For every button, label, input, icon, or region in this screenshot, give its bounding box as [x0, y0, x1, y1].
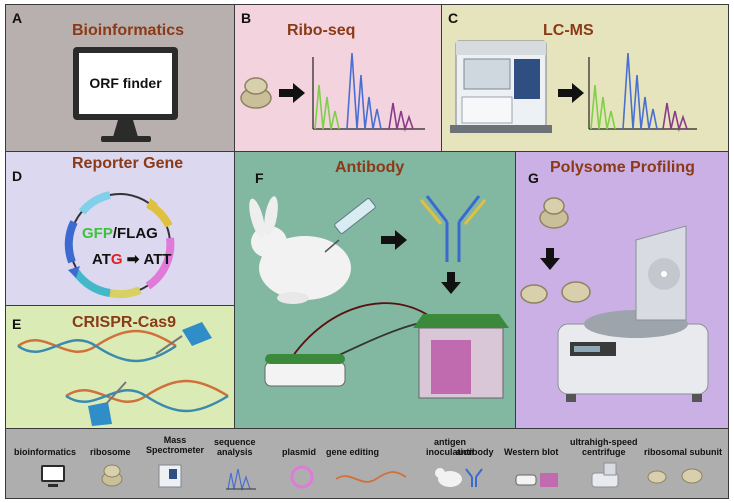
panel-letter: E: [12, 316, 22, 332]
sequence-peaks: [588, 52, 697, 132]
antibody-figure: [249, 195, 509, 399]
panel-letter: C: [448, 10, 459, 26]
ribosome-icon: [240, 77, 272, 109]
panel-letter: B: [241, 10, 252, 26]
panel-polysome: G Polysome Profiling: [515, 151, 729, 429]
legend-label-gene-editing: gene editing: [326, 447, 380, 457]
legend-label-antibody: antibody: [456, 447, 494, 457]
gfp-label: GFP: [82, 225, 113, 242]
panel-title: Bioinformatics: [72, 22, 185, 39]
arrow-down-icon: [540, 248, 560, 270]
syringe-icon: [324, 198, 376, 253]
legend-label-western-blot: Western blot: [504, 447, 559, 457]
legend-icons: [41, 462, 703, 492]
western-blot-icon: [264, 302, 509, 399]
panel-lc-ms: C LC-MS: [441, 4, 729, 152]
panel-crispr: E CRISPR-Cas9: [5, 305, 235, 429]
cas9-tool-bottom: [88, 381, 127, 426]
legend-label-bioinformatics: bioinformatics: [14, 447, 77, 457]
centrifuge-icon: [557, 225, 709, 402]
sequence-analysis-icon: [226, 468, 256, 492]
arrow-icon: [381, 230, 407, 250]
panel-bioinformatics: A Bioinformatics ORF finder: [5, 4, 235, 152]
gene-editing-icon: [17, 322, 229, 426]
panel-title: Reporter Gene: [72, 155, 184, 172]
legend-label-ribosomal-subunit: ribosomal subunit: [644, 447, 723, 457]
polysome-figure: [520, 197, 709, 402]
start-codon-g: G: [110, 251, 123, 268]
monitor-icon: [73, 47, 178, 142]
rabbit-icon: [249, 196, 351, 304]
ribo-seq-figure: [240, 52, 425, 132]
panel-title: LC-MS: [543, 22, 594, 39]
monitor-screen-text: ORF finder: [89, 75, 162, 91]
centrifuge-icon: [591, 462, 619, 488]
panel-title: Ribo-seq: [287, 22, 356, 39]
start-codon-prefix: AT: [92, 251, 111, 268]
western-blot-icon: [515, 473, 558, 487]
ribosomal-subunit-icon: [647, 470, 667, 484]
ribosomal-subunit-icon: [681, 468, 703, 484]
flag-label: /FLAG: [112, 225, 158, 242]
arrow-down-icon: [441, 272, 461, 294]
ribosomal-subunit-icon: [561, 281, 591, 303]
panel-title: Antibody: [335, 159, 405, 176]
panel-title: CRISPR-Cas9: [72, 314, 177, 331]
mutation-arrow: ➡: [126, 251, 140, 268]
panel-letter: G: [528, 170, 539, 186]
ribosome-icon: [101, 464, 123, 487]
arrow-icon: [279, 83, 305, 103]
legend-label-ribosome: ribosome: [90, 447, 131, 457]
mutant-codon: ATT: [143, 251, 172, 268]
arrow-icon: [558, 83, 584, 103]
rabbit-icon: [435, 468, 462, 487]
plasmid-label-mutation: ATG ➡ ATT: [92, 250, 172, 268]
panel-ribo-seq: B Ribo-seq: [234, 4, 442, 152]
monitor-icon: [41, 465, 65, 487]
panel-letter: A: [12, 10, 23, 26]
panel-letter: D: [12, 168, 23, 184]
mass-spectrometer-icon: [158, 464, 182, 488]
panel-antibody: F Antibody: [234, 151, 516, 429]
legend-label-plasmid: plasmid: [282, 447, 317, 457]
lc-ms-figure: [450, 40, 697, 133]
cas9-tool-top: [155, 322, 212, 355]
ribosome-icon: [539, 197, 569, 229]
plasmid-icon: [290, 465, 314, 489]
gene-editing-icon: [335, 471, 407, 483]
sequence-peaks: [312, 52, 425, 132]
plasmid-label-gfp-flag: GFP/FLAG: [82, 225, 158, 242]
panel-title: Polysome Profiling: [550, 159, 695, 176]
antibody-icon: [465, 468, 483, 487]
antibody-icon: [419, 195, 487, 262]
ribosomal-subunit-icon: [520, 284, 548, 304]
plasmid-icon: [64, 191, 175, 299]
panel-reporter-gene: D Reporter Gene GFP/FLAG ATG ➡ ATT: [5, 151, 235, 306]
mass-spectrometer-icon: [450, 40, 552, 133]
panel-letter: F: [255, 170, 264, 186]
